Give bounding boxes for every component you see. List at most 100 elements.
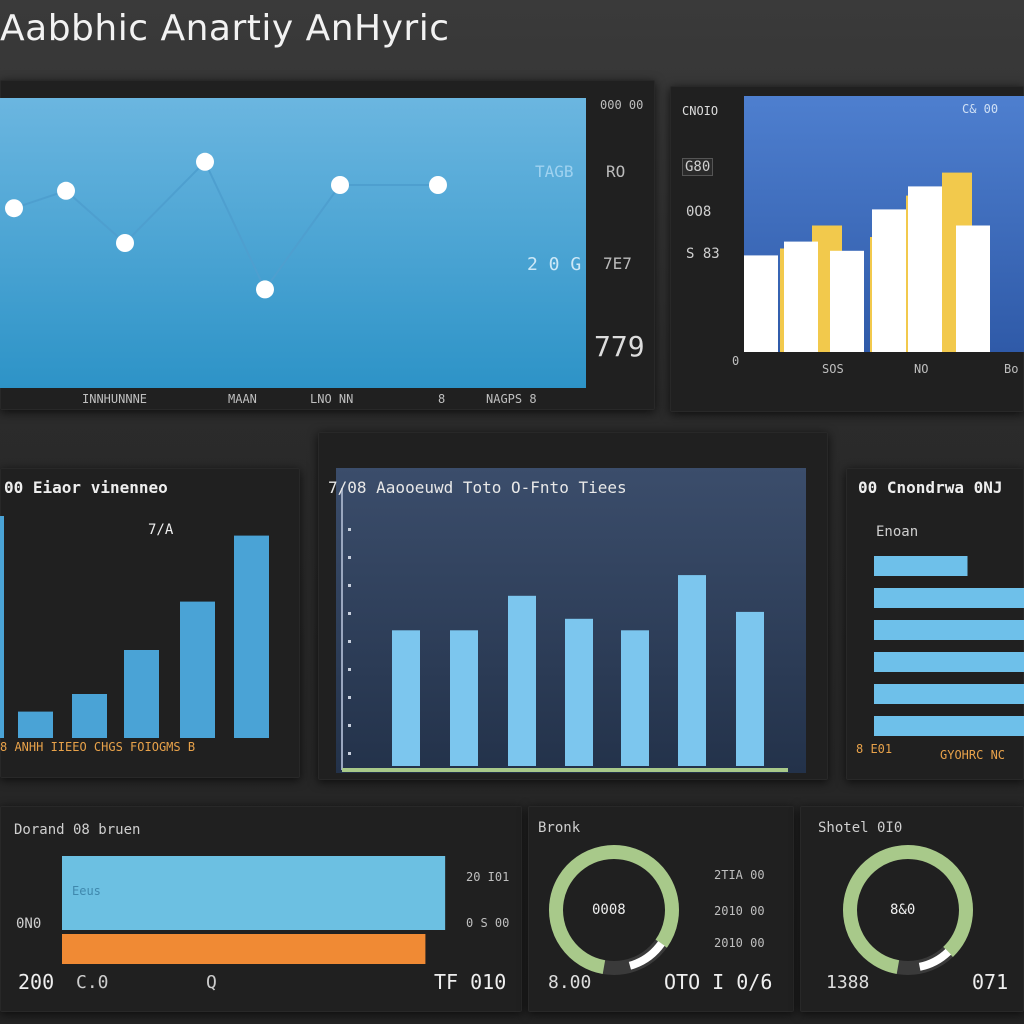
bar-white (784, 241, 818, 352)
line-point (429, 176, 447, 194)
bar-chart-top-panel: CNOIO C& 00 G80 0O8 S 83 0 SOS NO Bo (670, 86, 1024, 412)
donut-chart-bottom-right (843, 845, 973, 975)
right-label-2: RO (606, 162, 626, 181)
bottom-left-footer-1: 200 (18, 970, 55, 994)
y-tick (348, 612, 351, 615)
donut-chart-bottom-right-panel: Shotel 0I0 8&0 1388 071 (800, 806, 1024, 1012)
hbar (874, 652, 1024, 672)
bottom-left-left-label: 0N0 (16, 916, 42, 932)
corner-label: 000 00 (600, 98, 644, 112)
donut1-side-1: 2TIA 00 (714, 868, 765, 882)
bar-white (908, 186, 942, 352)
bar (621, 630, 649, 766)
line-point (5, 199, 23, 218)
bar (736, 611, 764, 766)
bar-white (744, 255, 778, 352)
y-label-4: S 83 (686, 246, 720, 262)
donut2-footer-1: 1388 (826, 972, 870, 993)
bar-chart-mid-center-panel: 7/08 Aaooeuwd Toto O-Fnto Tiees (318, 432, 828, 780)
donut1-side-2: 2010 00 (714, 904, 765, 918)
hbar-blue (62, 856, 446, 930)
bar-chart-mid-center (336, 468, 806, 773)
bar-chart-mid-left (0, 516, 269, 738)
legend-label: C& 00 (962, 102, 999, 116)
hbar (874, 684, 1024, 704)
y-label-2: G80 (682, 158, 714, 176)
line-point (116, 234, 134, 252)
donut2-center: 8&0 (890, 902, 916, 918)
line-point (331, 176, 349, 194)
bottom-left-bar1-label: Eeus (72, 884, 101, 898)
x-label-top-2: NO (914, 362, 929, 376)
x-label-2: MAAN (228, 392, 257, 406)
y-label-1: CNOIO (682, 104, 719, 118)
y-tick (348, 584, 351, 587)
bar-white (830, 250, 864, 352)
hbar (874, 620, 1024, 640)
hbar-chart-mid-right-panel: 00 Cnondrwa 0NJ Enoan 8 E01 GYOHRC NC (846, 468, 1024, 780)
bottom-left-footer-4: TF 010 (434, 970, 507, 994)
x-label-top-3: Bo (1004, 362, 1019, 376)
donut-slice-white (552, 848, 676, 972)
mid-left-title: 00 Eiaor vinenneo (4, 478, 168, 497)
donut-chart-bottom-mid (549, 845, 680, 975)
bottom-left-footer-3: Q (206, 972, 217, 993)
hbar-orange (62, 934, 426, 964)
line-chart-panel: 000 00 TAGB RO 2 0 G 7E7 779 INNHUNNNE M… (0, 80, 655, 410)
y-tick (348, 640, 351, 643)
right-label-4: 7E7 (603, 254, 632, 273)
bar (180, 601, 215, 738)
line-chart-area (0, 98, 586, 388)
hbar-chart-bottom-left-panel: Dorand 08 bruen Eeus 0N0 20 I01 0 S 00 2… (0, 806, 522, 1012)
y-label-3: 0O8 (686, 204, 712, 220)
mid-center-title: 7/08 Aaooeuwd Toto O-Fnto Tiees (328, 478, 627, 497)
bottom-left-right-label-2: 0 S 00 (466, 916, 510, 930)
right-label-3: 2 0 G (527, 254, 582, 275)
line-point (57, 181, 75, 200)
hbar-chart-mid-right (874, 556, 1024, 736)
hbar (874, 588, 1024, 608)
donut-slice-green (843, 845, 973, 975)
bar (678, 575, 706, 766)
bottom-right-title: Shotel 0I0 (818, 820, 903, 836)
bar-edge (0, 516, 4, 738)
line-chart (0, 98, 586, 388)
bar (72, 694, 107, 738)
x-label-top-1: SOS (822, 362, 844, 376)
bottom-mid-title: Bronk (538, 820, 581, 836)
bottom-left-title: Dorand 08 bruen (14, 822, 141, 838)
donut-slice-green (549, 845, 680, 975)
mid-right-footer-right: GYOHRC NC (940, 748, 1006, 762)
bar (508, 595, 536, 766)
line-point (256, 280, 274, 299)
line-point (196, 152, 214, 171)
mid-right-title: 00 Cnondrwa 0NJ (858, 478, 1003, 497)
bar (18, 711, 53, 738)
donut-slice-white (846, 848, 970, 972)
mid-left-value: 7/A (148, 522, 174, 538)
hbar (874, 716, 1024, 736)
mid-right-label: Enoan (876, 524, 919, 540)
bar-white (956, 225, 990, 352)
donut1-side-3: 2010 00 (714, 936, 765, 950)
x-label-5: NAGPS 8 (486, 392, 537, 406)
donut1-footer-2: OTO I 0/6 (664, 970, 773, 994)
y-tick (348, 724, 351, 727)
page-title: Aabbhic Anartiy AnHyric (0, 8, 450, 49)
y-tick (348, 752, 351, 755)
x-label-1: INNHUNNNE (82, 392, 148, 406)
y-tick (348, 528, 351, 531)
y-tick (348, 668, 351, 671)
y-tick (348, 696, 351, 699)
y-tick (348, 556, 351, 559)
bar (392, 630, 420, 766)
right-label-1: TAGB (535, 162, 574, 181)
bar (124, 650, 159, 738)
bar (565, 618, 593, 766)
x-label-3: LNO NN (310, 392, 354, 406)
mid-right-footer-left: 8 E01 (856, 742, 893, 756)
donut2-footer-2: 071 (972, 970, 1009, 994)
bar (234, 535, 269, 738)
bottom-left-footer-2: C.0 (76, 972, 109, 993)
donut1-footer-1: 8.00 (548, 972, 592, 993)
